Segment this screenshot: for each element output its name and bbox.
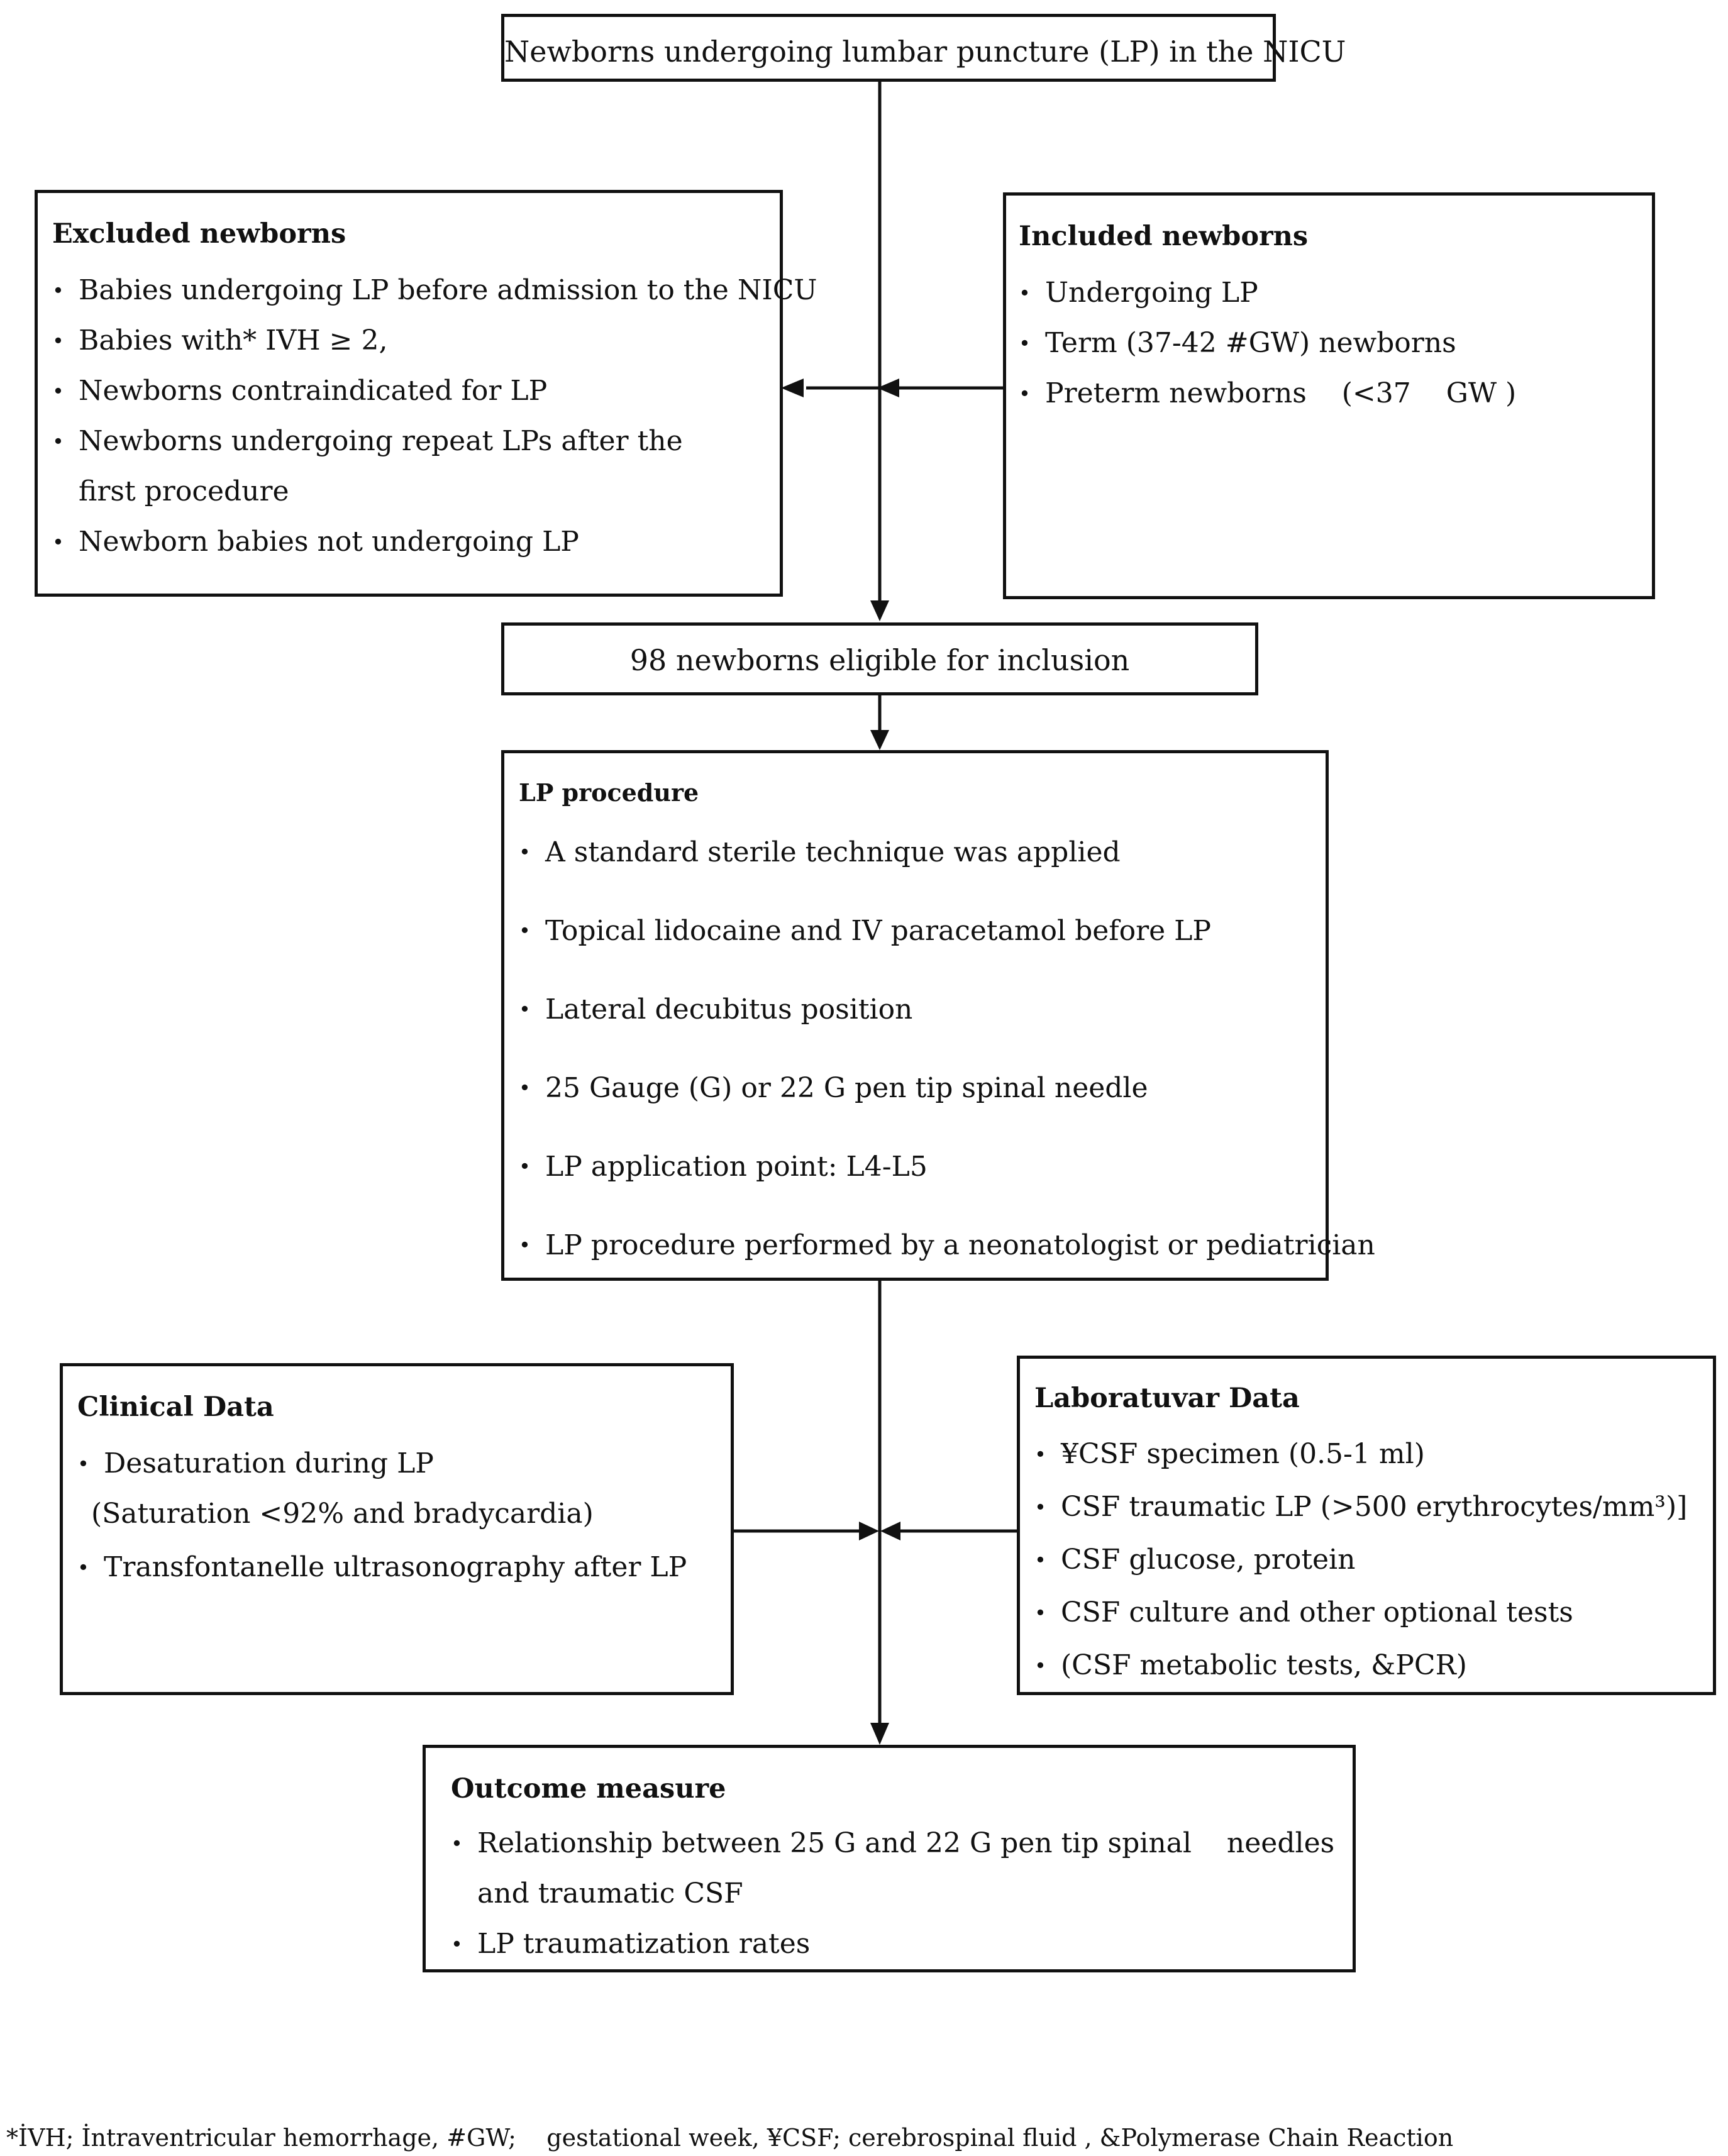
list-item: CSF traumatic LP (>500 erythrocytes/mm³)… (1034, 1481, 1707, 1534)
laboratory-list: ¥CSF specimen (0.5-1 ml) CSF traumatic L… (1034, 1428, 1707, 1692)
arrowhead-from-clinical (859, 1522, 879, 1540)
excluded-box: Excluded newborns Babies undergoing LP b… (35, 190, 817, 597)
excluded-list: Babies undergoing LP before admission to… (52, 265, 817, 567)
procedure-list: A standard sterile technique was applied… (519, 813, 1375, 1285)
list-item: Undergoing LP (1019, 268, 1635, 318)
list-item: LP procedure performed by a neonatologis… (519, 1206, 1375, 1285)
arrowhead-to-procedure (870, 730, 889, 750)
list-item: (CSF metabolic tests, &PCR) (1034, 1639, 1707, 1692)
procedure-title: LP procedure (519, 778, 699, 807)
list-item: 25 Gauge (G) or 22 G pen tip spinal need… (519, 1049, 1317, 1127)
arrowhead-from-laboratory (880, 1522, 900, 1540)
list-item: Term (37-42 #GW) newborns (1019, 318, 1635, 368)
list-item: Relationship between 25 G and 22 G pen t… (451, 1818, 1345, 1919)
excluded-title: Excluded newborns (52, 218, 346, 250)
clinical-list-2: Transfontanelle ultrasonography after LP (77, 1542, 712, 1593)
list-item: Newborns contraindicated for LP (52, 366, 756, 416)
start-label: Newborns undergoing lumbar puncture (LP)… (504, 35, 1346, 69)
list-item: CSF culture and other optional tests (1034, 1586, 1707, 1639)
outcome-box: Outcome measure Relationship between 25 … (423, 1745, 1356, 1972)
list-item: CSF glucose, protein (1034, 1534, 1707, 1586)
footnote: *İVH; İntraventricular hemorrhage, #GW; … (6, 2124, 1454, 2152)
included-box: Included newborns Undergoing LP Term (37… (1003, 192, 1655, 599)
procedure-box: LP procedure A standard sterile techniqu… (501, 750, 1375, 1285)
eligible-box: 98 newborns eligible for inclusion (501, 622, 1258, 695)
list-item: ¥CSF specimen (0.5-1 ml) (1034, 1428, 1707, 1481)
arrowhead-to-excluded-inner (877, 379, 899, 397)
clinical-box: Clinical Data Desaturation during LP (Sa… (60, 1363, 734, 1695)
laboratory-box: Laboratuvar Data ¥CSF specimen (0.5-1 ml… (1017, 1356, 1716, 1695)
list-item: Transfontanelle ultrasonography after LP (77, 1542, 712, 1593)
clinical-title: Clinical Data (77, 1391, 274, 1423)
list-item: A standard sterile technique was applied (519, 813, 1317, 892)
eligible-label: 98 newborns eligible for inclusion (629, 643, 1130, 677)
clinical-continuation: (Saturation <92% and bradycardia) (91, 1498, 594, 1530)
arrowhead-to-outcome (870, 1723, 889, 1745)
laboratory-title: Laboratuvar Data (1034, 1383, 1300, 1414)
list-item: Newborn babies not undergoing LP (52, 517, 756, 567)
outcome-title: Outcome measure (451, 1773, 726, 1805)
list-item: Topical lidocaine and IV paracetamol bef… (519, 892, 1317, 970)
list-item: Lateral decubitus position (519, 970, 1317, 1049)
list-item: Babies undergoing LP before admission to… (52, 265, 817, 316)
list-item: LP application point: L4-L5 (519, 1127, 1317, 1206)
list-item: LP traumatization rates (451, 1919, 1331, 1969)
list-item: Preterm newborns (<37 GW ) (1019, 368, 1635, 419)
clinical-list: Desaturation during LP (77, 1439, 712, 1489)
list-item: Desaturation during LP (77, 1439, 712, 1489)
outcome-list: Relationship between 25 G and 22 G pen t… (451, 1818, 1334, 1969)
arrowhead-to-excluded-outer (781, 379, 804, 397)
arrowhead-to-eligible (870, 600, 889, 621)
list-item: Babies with* IVH ≥ 2, (52, 316, 756, 366)
start-box: Newborns undergoing lumbar puncture (LP)… (501, 14, 1346, 82)
included-list: Undergoing LP Term (37-42 #GW) newborns … (1019, 268, 1635, 419)
list-item: Newborns undergoing repeat LPs after the… (52, 416, 733, 517)
included-title: Included newborns (1019, 221, 1309, 252)
